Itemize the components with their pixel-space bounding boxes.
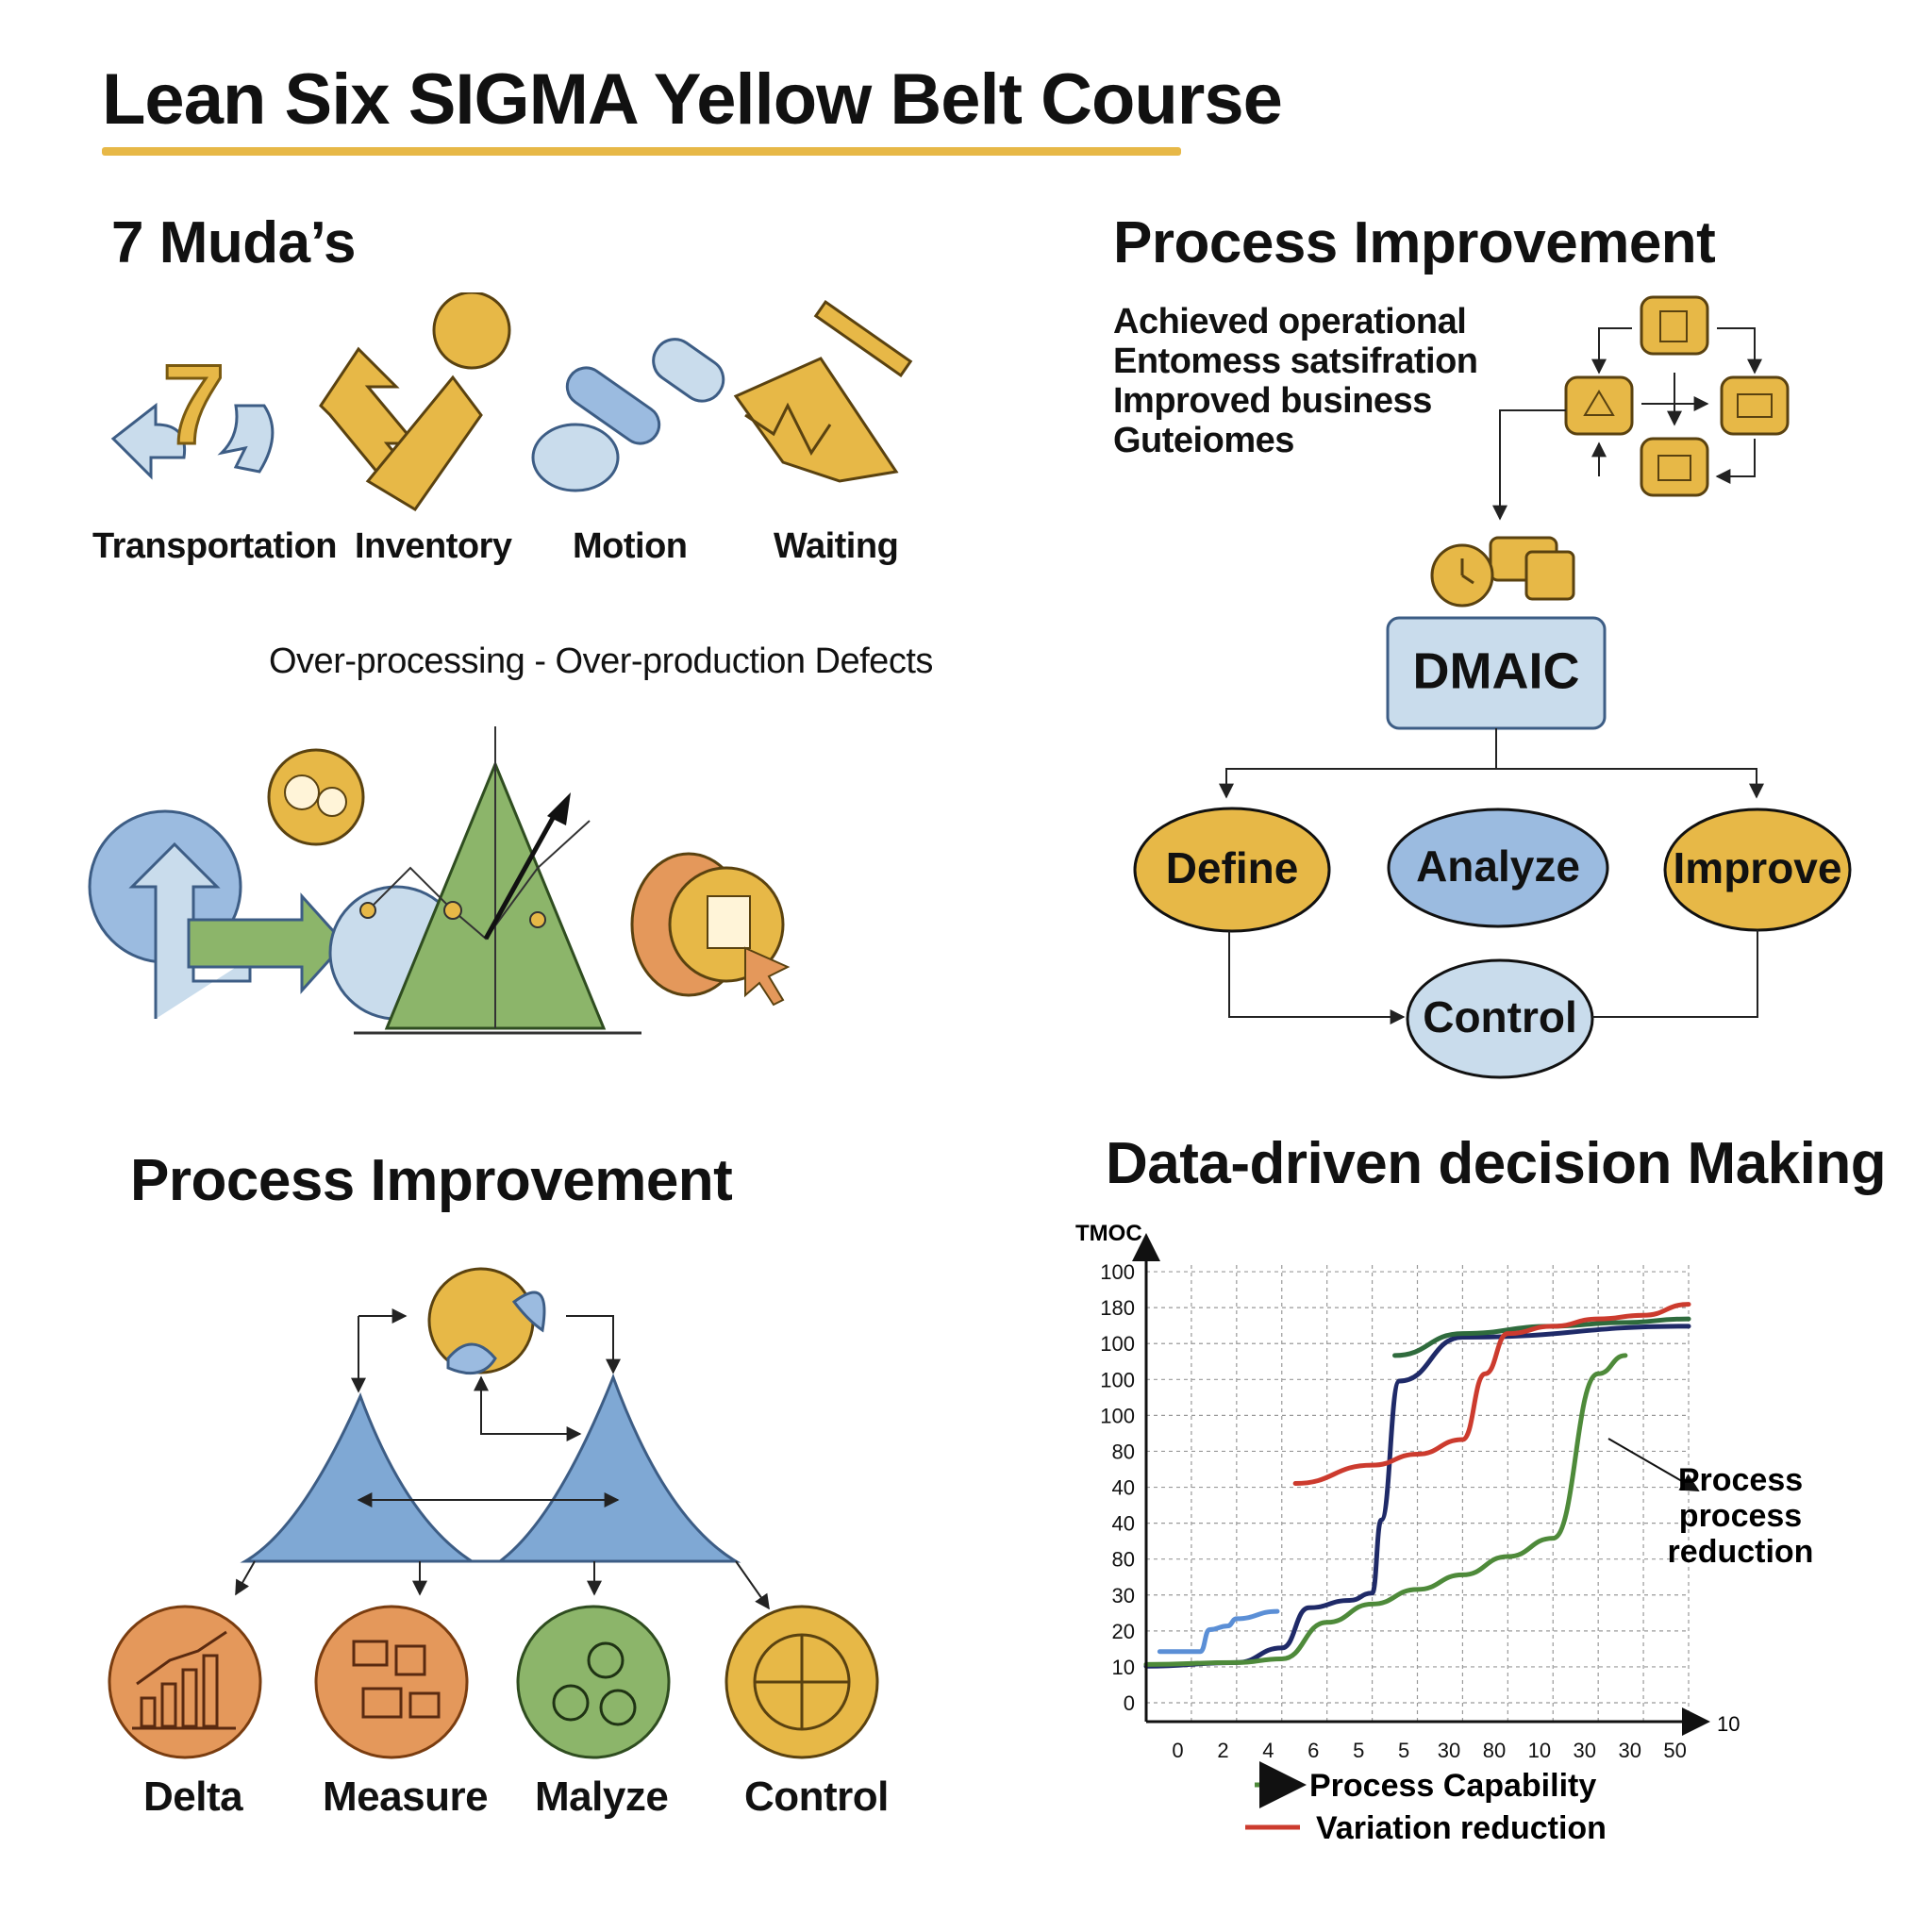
y-tick-label: 20 bbox=[1112, 1620, 1135, 1643]
x-axis-end-label: 10 bbox=[1717, 1712, 1740, 1736]
muda-icons: 7 bbox=[110, 292, 913, 512]
x-tick-label: 2 bbox=[1217, 1739, 1228, 1762]
x-tick-label: 30 bbox=[1438, 1739, 1460, 1762]
x-tick-label: 6 bbox=[1307, 1739, 1319, 1762]
delta-icon bbox=[108, 1605, 262, 1759]
annotation-line2: process bbox=[1679, 1498, 1802, 1534]
phase-improve-label: Improve bbox=[1674, 843, 1842, 892]
outcome-bullet: Entomess satsifration bbox=[1113, 341, 1478, 381]
y-tick-label: 100 bbox=[1100, 1404, 1135, 1427]
y-axis-label: TMOC bbox=[1075, 1221, 1142, 1246]
circle-label-delta: Delta bbox=[143, 1774, 243, 1820]
outcome-bullet: Improved business bbox=[1113, 381, 1432, 421]
circle-label-analyze: Malyze bbox=[535, 1774, 669, 1820]
puzzle-icon bbox=[427, 1267, 546, 1375]
y-tick-label: 10 bbox=[1112, 1656, 1135, 1679]
y-tick-label: 0 bbox=[1124, 1691, 1135, 1715]
phase-control-label: Control bbox=[1423, 992, 1577, 1041]
dmaic-diagram: DMAIC Define Analyze Improve Control bbox=[1133, 295, 1852, 1079]
x-tick-label: 30 bbox=[1618, 1739, 1641, 1762]
title-underline bbox=[102, 147, 1181, 156]
control-icon bbox=[724, 1605, 879, 1759]
x-tick-label: 5 bbox=[1353, 1739, 1364, 1762]
y-tick-label: 40 bbox=[1112, 1512, 1135, 1536]
circle-label-measure: Measure bbox=[323, 1774, 489, 1820]
muda-label-transportation: Transportation bbox=[92, 526, 338, 566]
legend-label-capability: Process Capability bbox=[1309, 1768, 1596, 1804]
phase-analyze-label: Analyze bbox=[1416, 841, 1580, 891]
y-tick-label: 100 bbox=[1100, 1332, 1135, 1356]
dmaic-label: DMAIC bbox=[1413, 642, 1580, 699]
x-tick-label: 4 bbox=[1262, 1739, 1274, 1762]
muda-label-waiting: Waiting bbox=[774, 526, 899, 566]
motion-icon bbox=[531, 338, 725, 492]
process-improvement-top-heading: Process Improvement bbox=[1113, 210, 1716, 275]
outcome-bullet: Guteiomes bbox=[1113, 421, 1294, 460]
x-tick-labels: 0 2 4 6 5 5 30 80 10 30 30 50 bbox=[1172, 1739, 1686, 1762]
y-tick-label: 100 bbox=[1100, 1260, 1135, 1284]
circle-label-control: Control bbox=[744, 1774, 889, 1820]
line-chart: 0 10 20 30 80 40 40 80 100 100 100 180 100 0 2 4 6 5 5 30 8… bbox=[1075, 1221, 1814, 1846]
other-wastes-label: Over-processing - Over-production Defect… bbox=[269, 641, 933, 681]
seven-glyph: 7 bbox=[162, 341, 225, 468]
y-tick-label: 80 bbox=[1112, 1440, 1135, 1463]
outcome-bullets: Achieved operational Entomess satsifrati… bbox=[1113, 302, 1478, 460]
pi-bottom-diagram bbox=[108, 1267, 879, 1759]
x-tick-label: 50 bbox=[1663, 1739, 1686, 1762]
phase-analyze bbox=[1387, 808, 1609, 928]
chart-series bbox=[1143, 1302, 1691, 1669]
analyze-icon bbox=[516, 1605, 671, 1759]
muda-illustration bbox=[88, 726, 791, 1035]
x-tick-label: 80 bbox=[1483, 1739, 1506, 1762]
outcome-bullet: Achieved operational bbox=[1113, 302, 1467, 341]
series-line-extra-2 bbox=[1157, 1608, 1280, 1655]
y-tick-label: 80 bbox=[1112, 1548, 1135, 1572]
y-tick-label: 100 bbox=[1100, 1368, 1135, 1391]
phase-define-label: Define bbox=[1166, 843, 1299, 892]
y-tick-label: 40 bbox=[1112, 1476, 1135, 1500]
waiting-icon bbox=[733, 299, 913, 483]
muda-heading: 7 Muda’s bbox=[111, 210, 357, 275]
page-title: Lean Six SIGMA Yellow Belt Course bbox=[102, 59, 1283, 140]
annotation-line1: Process bbox=[1678, 1462, 1803, 1498]
series-line-extra-0 bbox=[1143, 1324, 1691, 1669]
legend-label-variation: Variation reduction bbox=[1316, 1810, 1607, 1846]
chart-grid bbox=[1146, 1264, 1690, 1722]
x-tick-label: 0 bbox=[1172, 1739, 1183, 1762]
transportation-icon: 7 bbox=[110, 341, 275, 480]
muda-label-inventory: Inventory bbox=[355, 526, 512, 566]
clock-icon bbox=[1430, 536, 1575, 608]
inventory-icon bbox=[319, 292, 511, 512]
annotation-line3: reduction bbox=[1668, 1534, 1814, 1570]
y-tick-label: 30 bbox=[1112, 1584, 1135, 1607]
series-line-variation-reduction bbox=[1292, 1302, 1691, 1486]
series-line-process-capability bbox=[1143, 1353, 1628, 1667]
x-tick-label: 10 bbox=[1528, 1739, 1551, 1762]
chart-heading: Data-driven decision Making bbox=[1106, 1131, 1887, 1196]
x-tick-label: 30 bbox=[1574, 1739, 1596, 1762]
phase-control bbox=[1406, 958, 1594, 1079]
phase-define bbox=[1133, 807, 1331, 933]
chart-legend: Process Capability Variation reduction bbox=[1245, 1761, 1607, 1846]
icon-cycle bbox=[1492, 295, 1790, 521]
muda-label-motion: Motion bbox=[573, 526, 688, 566]
y-tick-labels: 0 10 20 30 80 40 40 80 100 100 100 180 100 bbox=[1100, 1260, 1135, 1715]
process-improvement-bottom-heading: Process Improvement bbox=[130, 1148, 733, 1213]
x-tick-label: 5 bbox=[1398, 1739, 1409, 1762]
measure-icon bbox=[314, 1605, 469, 1759]
y-tick-label: 180 bbox=[1100, 1296, 1135, 1320]
